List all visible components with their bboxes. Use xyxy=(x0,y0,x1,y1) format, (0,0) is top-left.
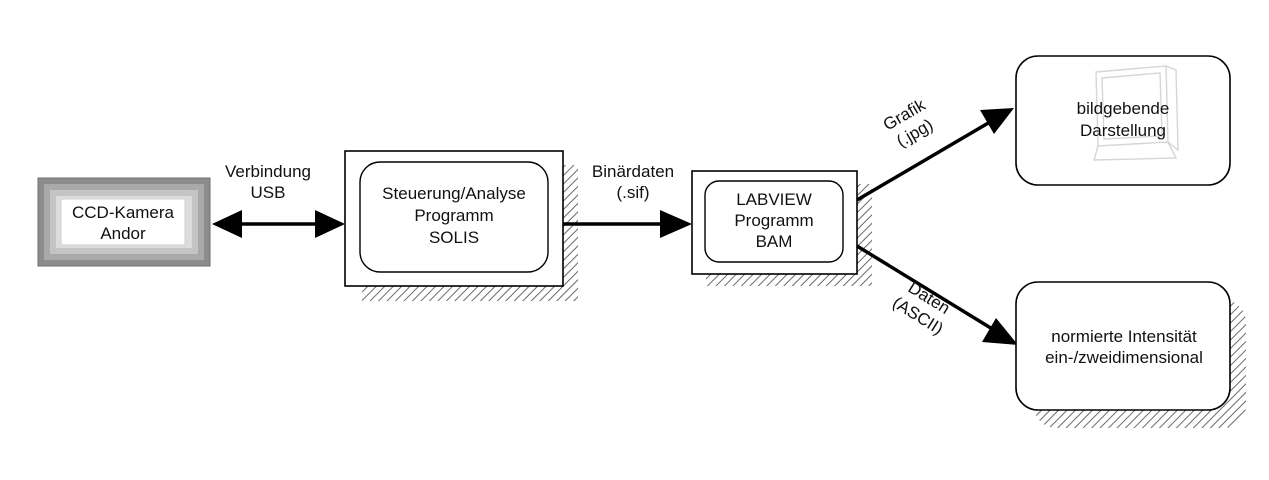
labview-label-line-3: BAM xyxy=(756,232,793,251)
binary-arrowhead xyxy=(660,210,692,238)
labview-label-line-1: LABVIEW xyxy=(736,190,812,209)
usb-connection: Verbindung USB xyxy=(212,162,345,238)
labview-label-line-2: Programm xyxy=(734,211,813,230)
camera-label-line-1: CCD-Kamera xyxy=(72,203,175,222)
binary-label-line-1: Binärdaten xyxy=(592,162,674,181)
binary-connection: Binärdaten (.sif) xyxy=(563,162,692,238)
intensity-label-line-2: ein-/zweidimensional xyxy=(1045,348,1203,367)
usb-arrowhead-left xyxy=(212,210,242,238)
daten-connection: Daten (ASCII) xyxy=(856,244,1018,345)
display-label-line-1: bildgebende xyxy=(1077,99,1170,118)
display-label-line-2: Darstellung xyxy=(1080,121,1166,140)
solis-label-line-1: Steuerung/Analyse xyxy=(382,184,526,203)
usb-label-line-2: USB xyxy=(251,183,286,202)
daten-arrowhead xyxy=(982,318,1018,345)
usb-arrowhead-right xyxy=(315,210,345,238)
intensity-label-line-1: normierte Intensität xyxy=(1051,327,1197,346)
intensity-node: normierte Intensität ein-/zweidimensiona… xyxy=(1015,281,1246,428)
labview-node: LABVIEW Programm BAM xyxy=(691,170,872,286)
solis-label-line-3: SOLIS xyxy=(429,228,479,247)
camera-node: CCD-Kamera Andor xyxy=(37,177,211,267)
display-node: bildgebende Darstellung xyxy=(1015,55,1231,186)
grafik-connection: Grafik (.jpg) xyxy=(856,95,1014,202)
solis-shadow xyxy=(563,165,578,300)
usb-label-line-1: Verbindung xyxy=(225,162,311,181)
camera-label-line-2: Andor xyxy=(100,224,146,243)
solis-label-line-2: Programm xyxy=(414,206,493,225)
monitor-icon xyxy=(1093,65,1179,161)
solis-node: Steuerung/Analyse Programm SOLIS xyxy=(344,150,578,301)
grafik-arrowhead xyxy=(980,108,1014,134)
binary-label-line-2: (.sif) xyxy=(616,183,649,202)
